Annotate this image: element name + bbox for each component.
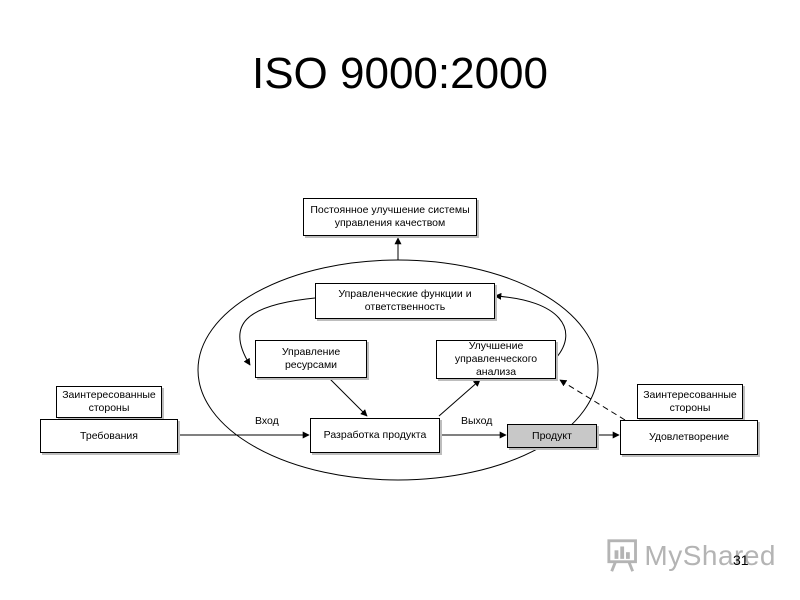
resources-box: Управление ресурсами [255, 340, 367, 378]
stakeholders-left-box: Заинтересованные стороны [56, 386, 162, 418]
arrow-resources-to-development [329, 378, 368, 417]
analysis-box: Улучшение управленческого анализа [436, 340, 556, 379]
output-label: Выход [461, 415, 493, 427]
satisfaction-box: Удовлетворение [620, 420, 758, 455]
arrow-development-to-analysis [438, 379, 481, 417]
management-box: Управленческие функции и ответственность [315, 283, 495, 319]
development-box: Разработка продукта [310, 418, 440, 453]
watermark-text: MyShared [644, 540, 776, 571]
stakeholders-right-box: Заинтересованные стороны [637, 384, 743, 419]
slide-title: ISO 9000:2000 [251, 49, 548, 98]
input-label: Вход [255, 415, 279, 427]
product-box: Продукт [507, 424, 597, 448]
slide-number: 31 [733, 552, 749, 568]
arrow-analysis-to-management [494, 292, 567, 359]
arrow-management-to-resources [239, 297, 316, 366]
watermark: MyShared [606, 536, 776, 576]
dashed-feedback-arrow [559, 379, 626, 421]
requirements-box: Требования [40, 419, 178, 453]
presentation-board-icon [607, 539, 637, 572]
improvement-box: Постоянное улучшение системы управления … [303, 198, 477, 236]
